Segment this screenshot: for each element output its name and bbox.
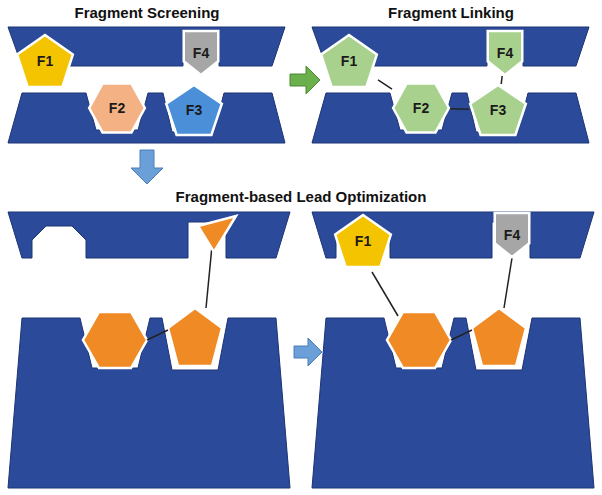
fragment-shape: F3 bbox=[469, 84, 527, 136]
fragment-label: F2 bbox=[413, 100, 429, 116]
protein-surface bbox=[312, 27, 589, 143]
protein-surface bbox=[8, 27, 285, 143]
fragment-label: F3 bbox=[490, 102, 506, 118]
blue-arrow bbox=[131, 150, 163, 184]
blue-arrow bbox=[294, 338, 322, 366]
fragment-shape: F1 bbox=[16, 34, 74, 88]
fragment-label: F3 bbox=[186, 102, 202, 118]
fragment-shape: F4 bbox=[487, 30, 523, 76]
panel-title: Fragment-based Lead Optimization bbox=[176, 188, 427, 205]
linker-line bbox=[378, 80, 392, 89]
fragment-shape: F4 bbox=[494, 212, 530, 258]
linker-line bbox=[500, 76, 502, 84]
fragment-shape: F4 bbox=[183, 30, 219, 76]
fragment-shape: F1 bbox=[334, 214, 392, 268]
fragment-label: F4 bbox=[504, 227, 520, 243]
protein-surface bbox=[312, 308, 594, 488]
panel-title: Fragment Screening bbox=[74, 4, 219, 21]
fragment-label: F4 bbox=[497, 45, 513, 61]
fragment-label: F1 bbox=[37, 53, 53, 69]
fragment-shape: F3 bbox=[165, 84, 223, 136]
fragment-extension bbox=[198, 216, 236, 252]
fragment-shape: F2 bbox=[88, 82, 146, 134]
fragment-label: F2 bbox=[109, 100, 125, 116]
panel-title: Fragment Linking bbox=[388, 4, 514, 21]
protein-surface bbox=[8, 308, 290, 488]
fragment-label: F4 bbox=[193, 45, 209, 61]
protein-surface bbox=[8, 212, 290, 258]
fragment-shape: F2 bbox=[392, 82, 450, 134]
fragment-label: F1 bbox=[355, 233, 371, 249]
fragment-label: F1 bbox=[341, 53, 357, 69]
fragment-shape: F1 bbox=[320, 34, 378, 88]
linker-line bbox=[450, 108, 469, 110]
green-arrow bbox=[290, 66, 320, 94]
